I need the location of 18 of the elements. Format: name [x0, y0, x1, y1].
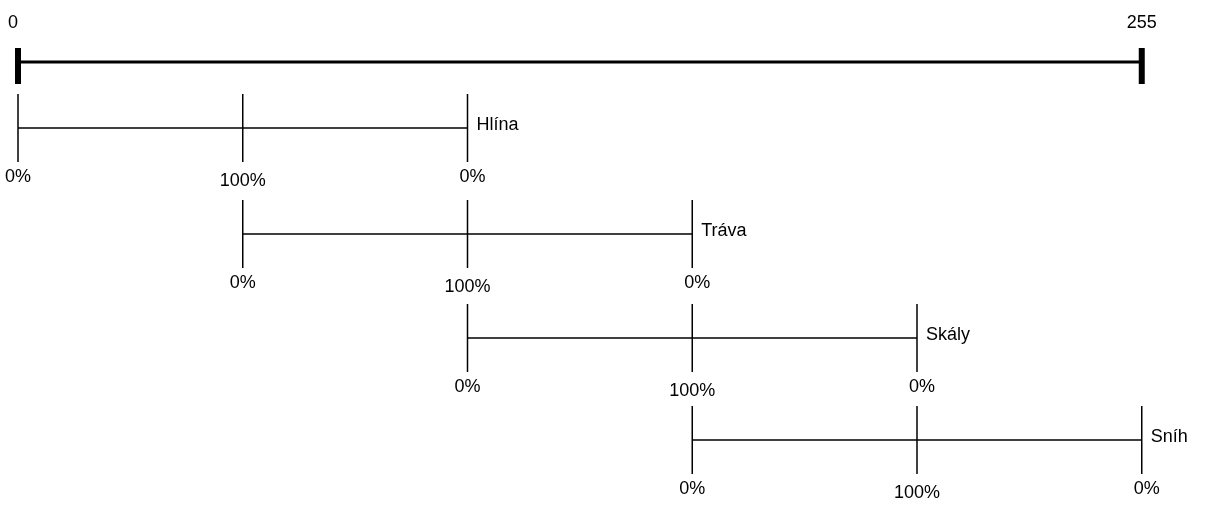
range-name: Tráva [701, 220, 747, 240]
tick-label: 100% [444, 276, 491, 296]
tick-label: 0% [684, 272, 711, 292]
tick-label: 0% [909, 376, 935, 396]
scale-value-label: 255 [1126, 12, 1157, 32]
tick-label: 0% [5, 166, 31, 186]
tick-label: 100% [669, 380, 716, 400]
tick-label: 0% [229, 272, 256, 292]
tick-label: 100% [219, 170, 266, 190]
range-name: Hlína [476, 114, 519, 134]
tick-label: 100% [894, 482, 941, 502]
tick-label: 0% [454, 376, 481, 396]
tick-label: 0% [459, 166, 486, 186]
scale-value-label: 0 [8, 12, 18, 32]
range-name: Sníh [1150, 426, 1188, 446]
tick-label: 0% [679, 478, 706, 498]
range-name: Skály [926, 324, 970, 344]
tick-label: 0% [1133, 478, 1160, 498]
